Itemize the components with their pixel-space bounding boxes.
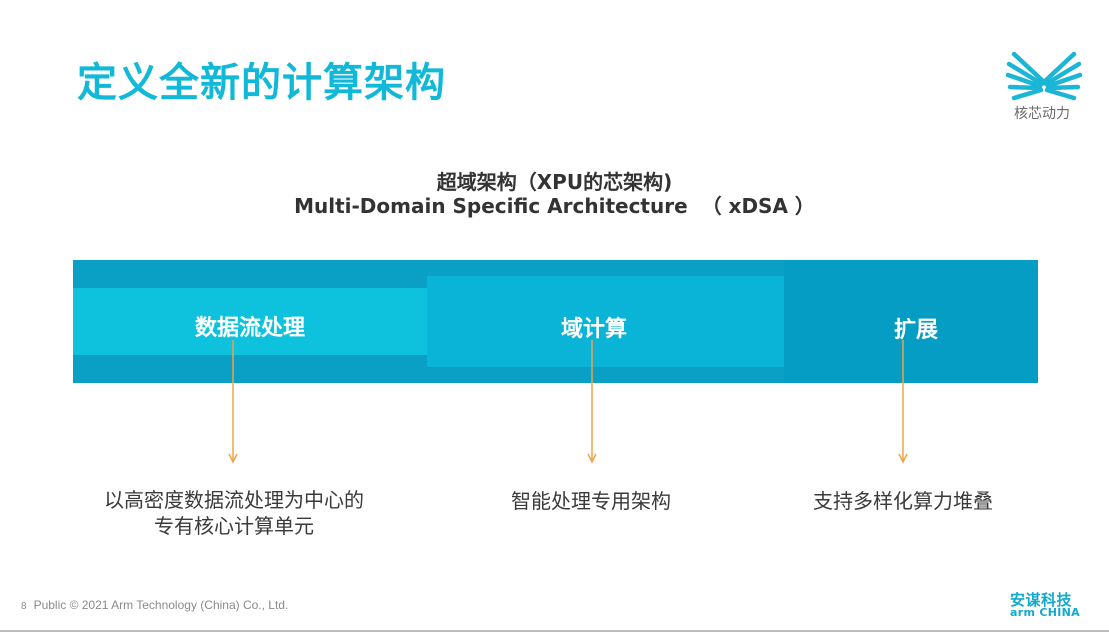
band-segment-expansion xyxy=(784,260,1038,383)
arm-china-logo-cn: 安谋科技 xyxy=(1010,591,1073,609)
description-line: 专有核心计算单元 xyxy=(154,514,314,538)
description-line: 支持多样化算力堆叠 xyxy=(813,489,993,513)
pillar-label-dataflow: 数据流处理 xyxy=(194,316,305,341)
copyright-text: Public © 2021 Arm Technology (China) Co.… xyxy=(33,598,289,612)
description-line: 智能处理专用架构 xyxy=(511,489,671,513)
slide-footer: 8 Public © 2021 Arm Technology (China) Co… xyxy=(21,598,288,612)
pillar-label-expansion: 扩展 xyxy=(893,318,938,343)
slide-title: 定义全新的计算架构 xyxy=(77,60,446,106)
pillar-description-expansion: 支持多样化算力堆叠 xyxy=(753,488,1053,514)
logo-caption: 核芯动力 xyxy=(1014,106,1070,122)
pillar-label-domain-compute: 域计算 xyxy=(560,317,627,342)
arrow-down-icon xyxy=(898,340,908,464)
core-power-logo-icon xyxy=(1005,51,1083,101)
architecture-heading-en: Multi-Domain Specific Architecture （ xDS… xyxy=(294,194,815,218)
arrow-down-icon xyxy=(228,340,238,464)
arrow-down-icon xyxy=(587,340,597,464)
page-number: 8 xyxy=(21,601,27,612)
architecture-heading-cn: 超域架构（XPU的芯架构) xyxy=(436,170,673,194)
description-line: 以高密度数据流处理为中心的 xyxy=(104,488,364,512)
arm-china-logo-en: arm CHINA xyxy=(1010,606,1080,619)
pillar-description-domain-compute: 智能处理专用架构 xyxy=(441,488,741,514)
pillar-description-dataflow: 以高密度数据流处理为中心的 专有核心计算单元 xyxy=(84,487,384,539)
band-segment-dataflow xyxy=(73,288,427,355)
band-segment-domain-compute xyxy=(427,276,784,367)
bottom-divider xyxy=(0,630,1109,632)
